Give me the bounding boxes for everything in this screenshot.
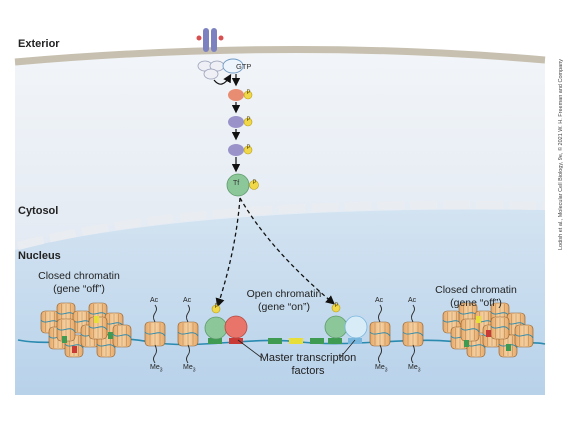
phospho-label-5: P	[214, 304, 219, 310]
binding-sites	[208, 338, 362, 344]
nuclear-envelope	[16, 200, 546, 250]
master-transcription-factors-right	[324, 303, 368, 339]
histone-tails	[153, 304, 415, 364]
closed-right-line1: Closed chromatin	[435, 284, 517, 296]
label-pointer-right	[339, 339, 356, 359]
g-protein-icon	[197, 58, 244, 85]
receptor-icon	[196, 28, 224, 52]
closed-chromatin-right-cluster	[442, 302, 534, 358]
right-cluster-mark-1	[486, 330, 491, 337]
ac-label-4: Ac	[408, 297, 417, 304]
nucleosome-single-1	[177, 321, 199, 347]
credit-line: Lodish et al., Molecular Cell Biology, 9…	[548, 20, 564, 250]
closed-chromatin-left-cluster	[40, 302, 132, 358]
ac-label-2: Ac	[183, 297, 192, 304]
master-tf-caption: Master transcription factors	[248, 352, 368, 378]
phospho-label-4: P	[252, 180, 257, 186]
phospho-label-2: P	[246, 117, 251, 123]
nucleosome-right-10	[460, 318, 480, 342]
open-line1: Open chromatin	[246, 288, 322, 300]
transcription-factor-icon	[226, 173, 259, 197]
left-cluster-mark-0	[62, 336, 67, 343]
kinase-cascade	[228, 74, 253, 173]
nucleosome-right-9	[514, 324, 534, 348]
master-transcription-factors-left	[204, 304, 248, 340]
nucleosome-single-0	[144, 321, 166, 347]
nucleosome-left-9	[112, 324, 132, 348]
open-chromatin-caption: Open chromatin (gene “on”)	[238, 288, 330, 314]
me3-label-1: Me3	[150, 364, 163, 374]
nucleosome-single-3	[402, 321, 424, 347]
closed-right-line2: (gene “off”)	[450, 297, 502, 309]
tf-label: Tf	[233, 180, 240, 187]
master-tf-line1: Master transcription	[259, 352, 357, 364]
label-pointer-left	[237, 339, 263, 359]
nucleosome-right-11	[490, 316, 510, 340]
gtp-label: GTP	[236, 62, 252, 71]
arrow-to-right-site	[239, 197, 335, 305]
plasma-membrane	[14, 45, 546, 66]
ac-label-3: Ac	[375, 297, 384, 304]
right-cluster-mark-2	[476, 316, 481, 323]
left-cluster-mark-3	[108, 332, 113, 339]
nucleosome-single-2	[369, 321, 391, 347]
credit-text: Lodish et al., Molecular Cell Biology, 9…	[558, 58, 564, 250]
left-cluster-mark-2	[94, 316, 99, 323]
closed-chromatin-right-caption: Closed chromatin (gene “off”)	[426, 284, 526, 310]
right-cluster-mark-0	[464, 340, 469, 347]
open-line2: (gene “on”)	[258, 301, 310, 313]
cytosol-region	[15, 49, 545, 251]
nucleus-region	[15, 209, 545, 395]
closed-left-line2: (gene “off”)	[53, 283, 105, 295]
exterior-label: Exterior	[18, 38, 60, 50]
phospho-label-1: P	[246, 90, 251, 96]
me3-label-3: Me3	[375, 364, 388, 374]
me3-label-2: Me3	[183, 364, 196, 374]
cytosol-label: Cytosol	[18, 205, 59, 217]
closed-left-line1: Closed chromatin	[38, 270, 120, 282]
closed-chromatin-left-caption: Closed chromatin (gene “off”)	[34, 270, 124, 296]
nucleosome-left-11	[88, 316, 108, 340]
nucleus-label: Nucleus	[18, 250, 61, 262]
nuclear-envelope-shade	[16, 200, 546, 250]
phospho-label-6: P	[334, 303, 339, 309]
right-cluster-mark-3	[506, 344, 511, 351]
me3-label-4: Me3	[408, 364, 421, 374]
ac-label-1: Ac	[150, 297, 159, 304]
master-tf-line2: factors	[291, 365, 325, 377]
phospho-label-3: P	[246, 145, 251, 151]
left-cluster-mark-1	[72, 346, 77, 353]
